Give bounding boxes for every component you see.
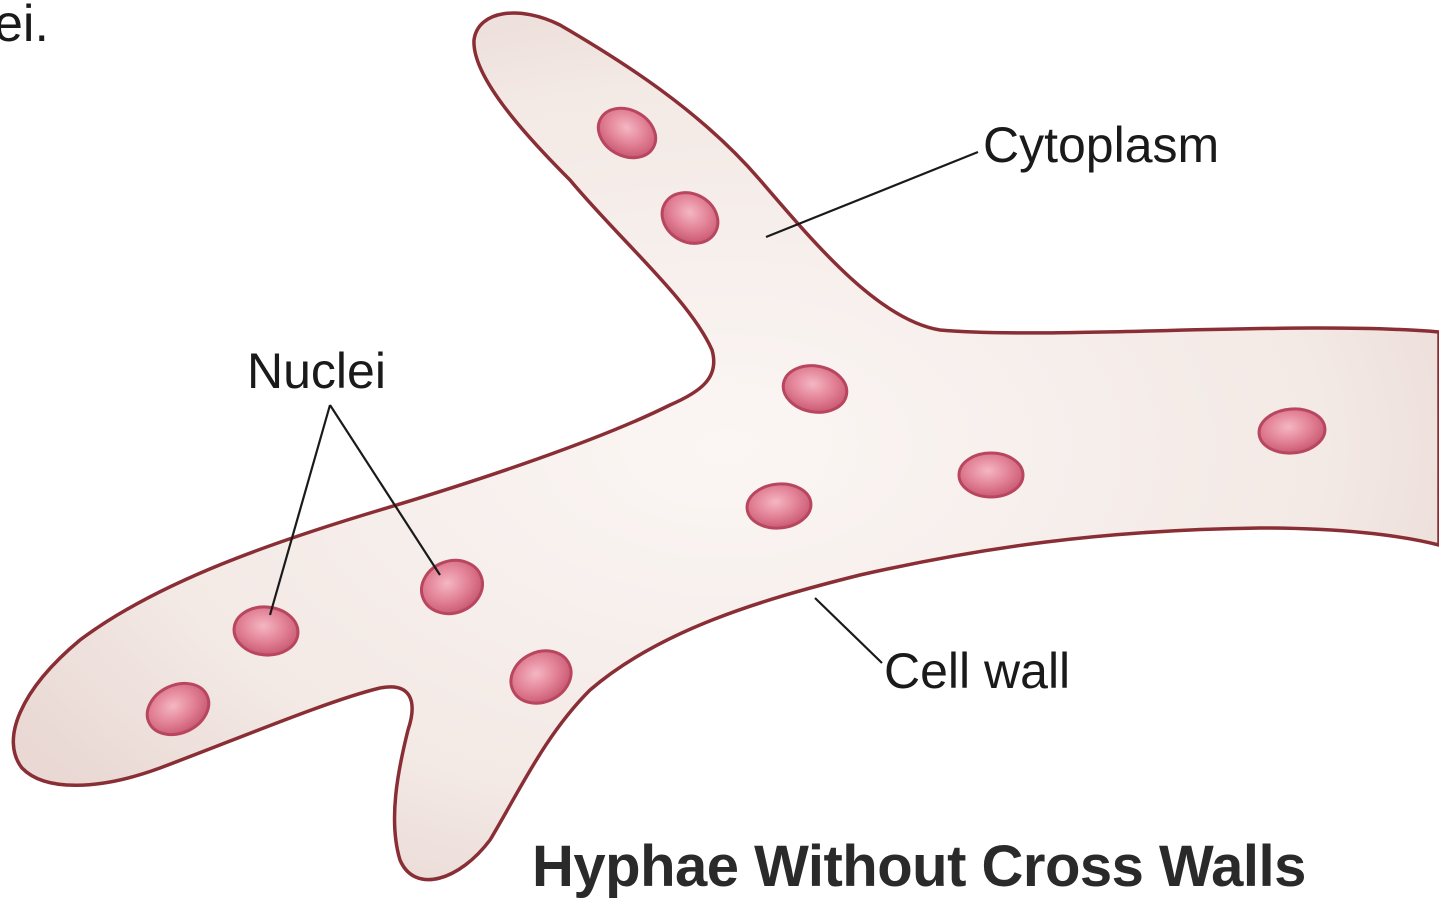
cropped-heading-fragment: ei. <box>0 0 49 50</box>
hypha-cell-wall <box>13 13 1439 880</box>
diagram-title: Hyphae Without Cross Walls <box>532 838 1306 896</box>
cytoplasm-leader-line <box>766 152 978 237</box>
cell-wall-leader-line <box>815 598 882 663</box>
nuclei-label: Nuclei <box>247 346 386 396</box>
cell-wall-label: Cell wall <box>884 646 1070 696</box>
cytoplasm-label: Cytoplasm <box>983 120 1219 170</box>
nucleus <box>959 453 1023 497</box>
